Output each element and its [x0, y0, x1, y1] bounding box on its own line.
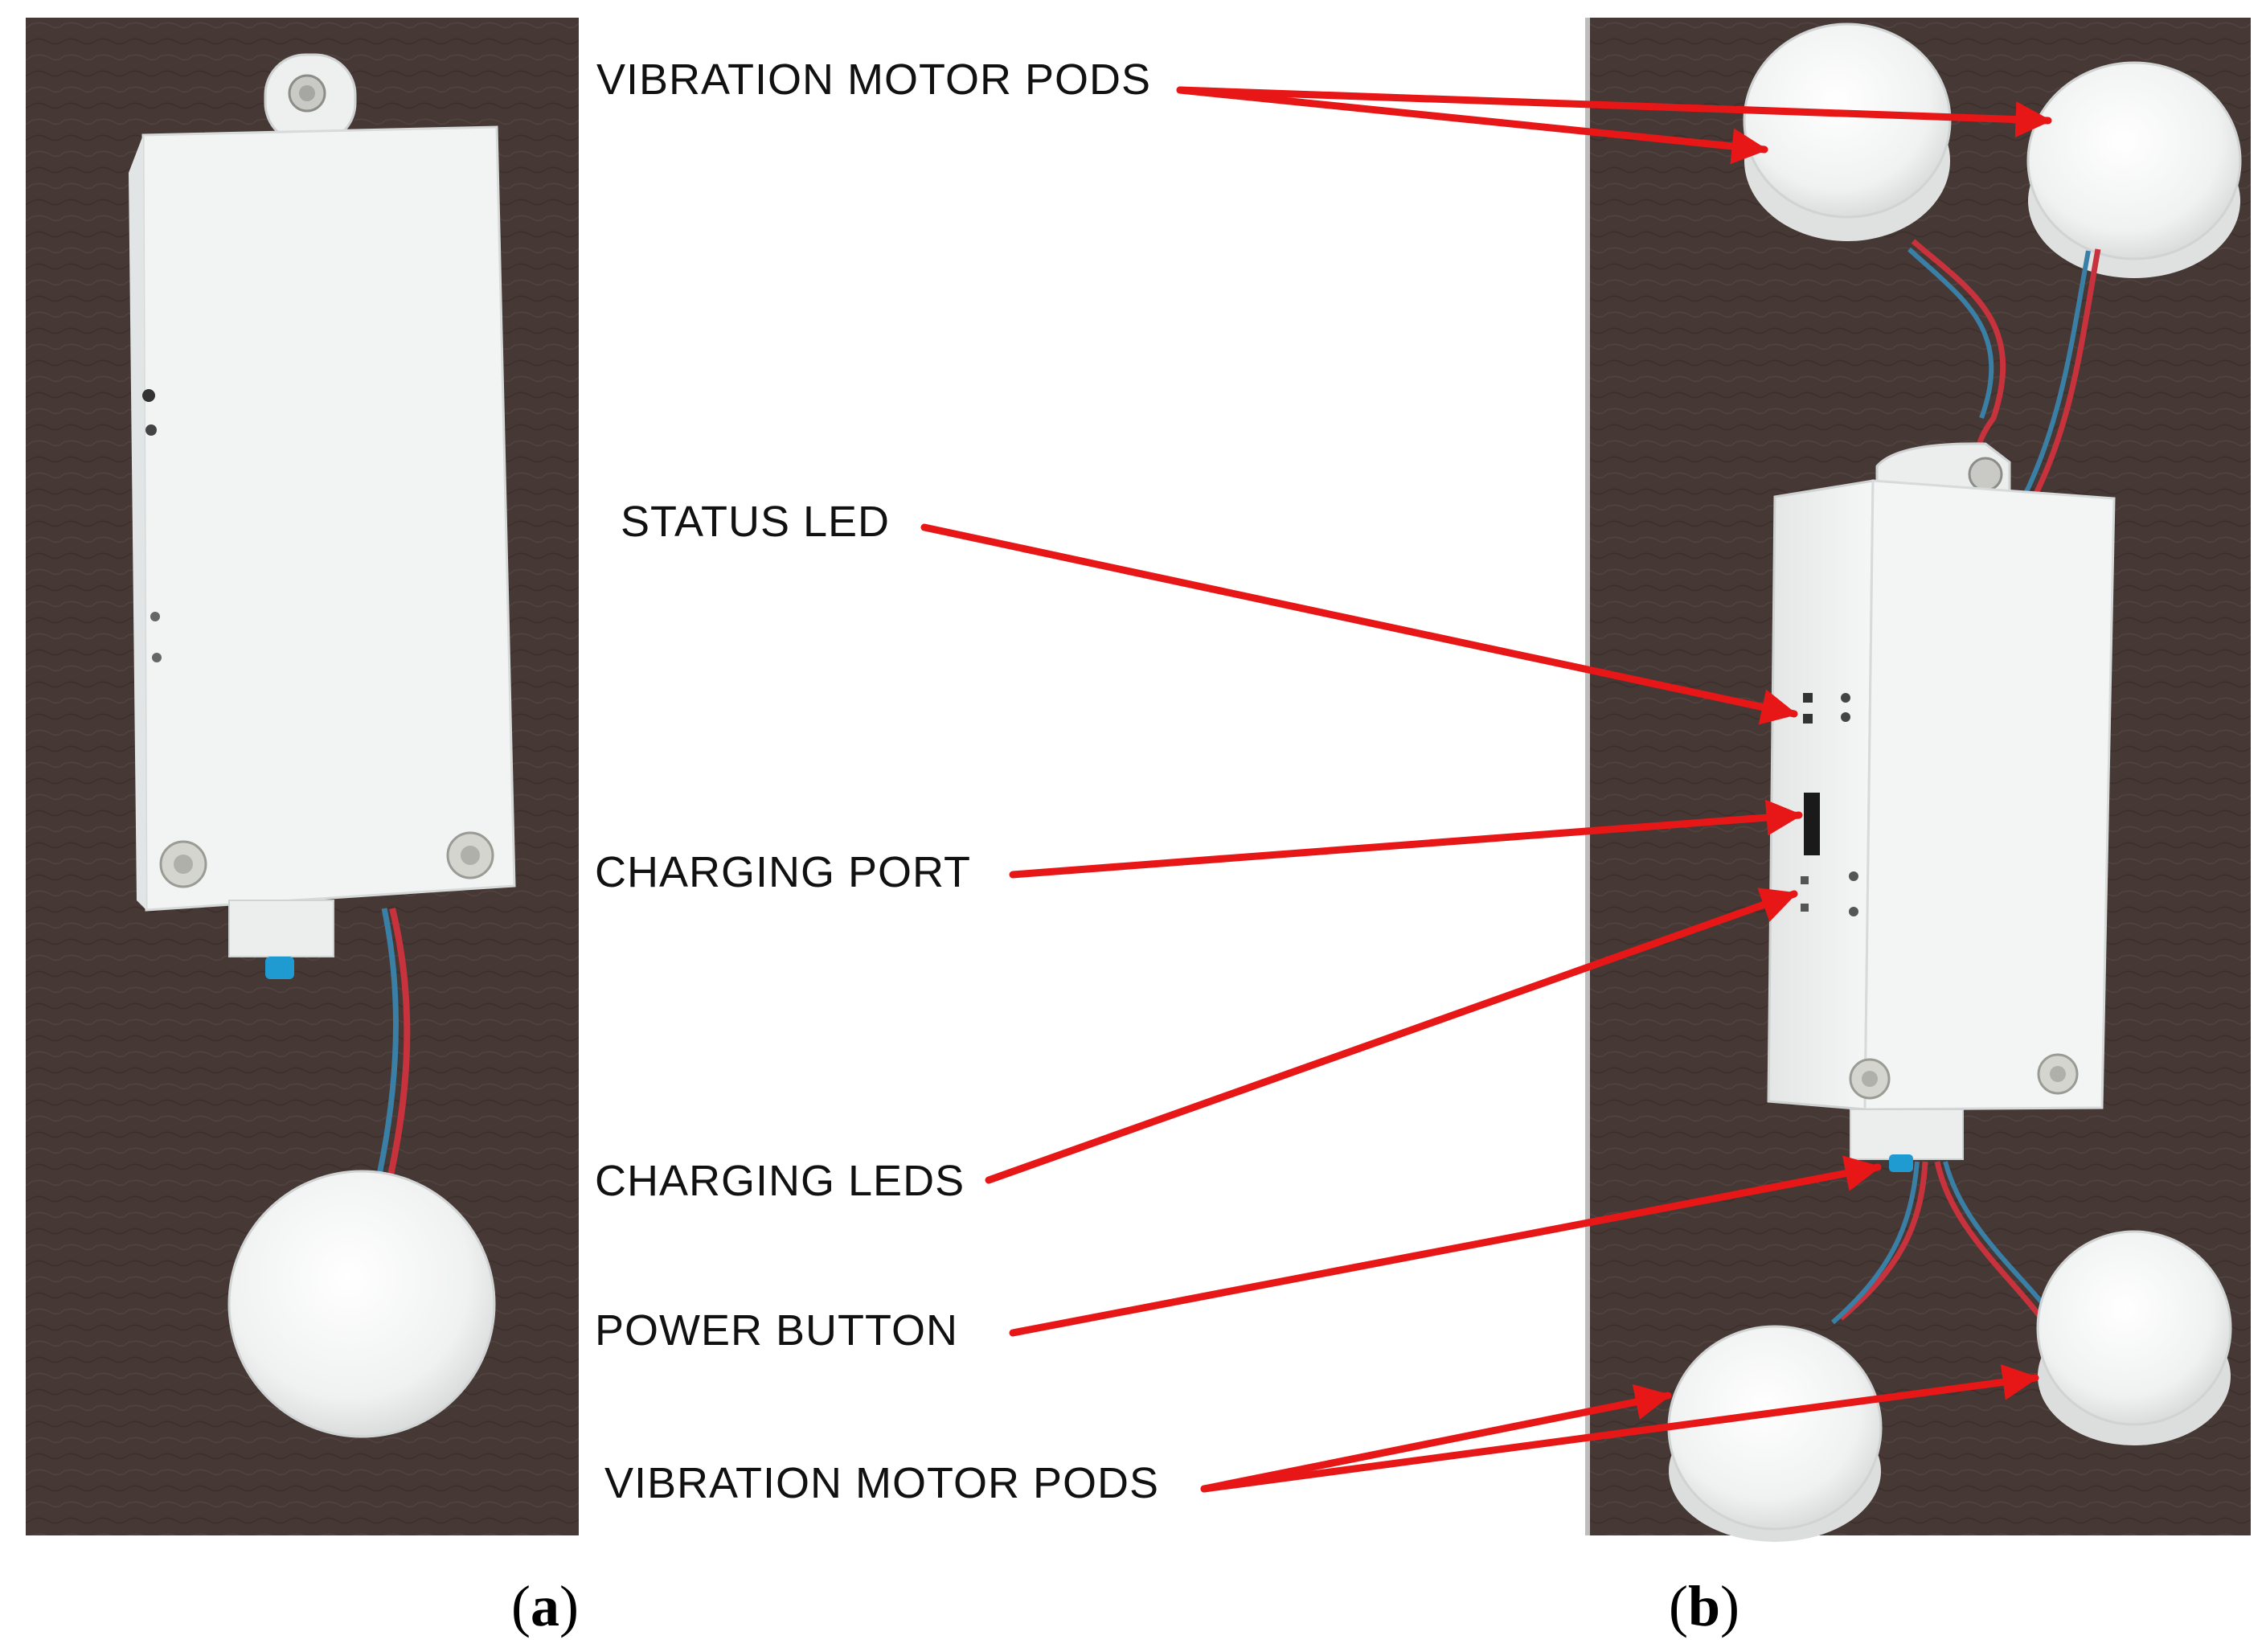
arrow-charging-port — [1009, 799, 1803, 879]
vibration-motor-pod-top-right — [2026, 61, 2242, 278]
caption-letter: b — [1687, 1574, 1721, 1638]
label-charging-port: CHARGING PORT — [595, 848, 972, 896]
caption-paren-open: ( — [511, 1574, 531, 1638]
status-led-hole — [1803, 693, 1813, 703]
caption-letter: a — [530, 1574, 559, 1638]
label-vibration-motor-pods-bottom: VIBRATION MOTOR PODS — [604, 1459, 1160, 1507]
arrow-vibration-top-1 — [1176, 86, 1768, 165]
wire-blue — [2022, 250, 2091, 498]
label-charging-leds: CHARGING LEDS — [595, 1157, 965, 1205]
panel-b-photo — [1585, 18, 2251, 1542]
power-button-icon — [265, 957, 294, 979]
led-hole — [145, 424, 157, 436]
led-hole — [142, 389, 155, 402]
caption-paren-close: ) — [1720, 1574, 1740, 1638]
status-led-hole — [1803, 714, 1813, 724]
bottom-tab — [228, 900, 334, 957]
power-button-icon — [1889, 1154, 1913, 1172]
led-hole — [150, 612, 160, 621]
device-enclosure-a — [129, 125, 516, 912]
wire-blue — [373, 908, 399, 1191]
caption-paren-close: ) — [559, 1574, 579, 1638]
arrow-status-led — [920, 523, 1798, 725]
led-hole — [152, 653, 162, 662]
panel-a-caption: (a) — [511, 1577, 579, 1635]
arrow-vibration-top-2 — [1176, 86, 2052, 138]
arrow-vibration-bottom-2 — [1200, 1364, 2039, 1493]
callout-arrows — [920, 86, 2052, 1493]
screw-icon — [1968, 457, 2003, 492]
vibration-motor-pod-bottom-right — [2036, 1230, 2232, 1445]
wire-red — [1838, 1161, 1928, 1321]
vibration-motor-pod-bottom-left — [1667, 1325, 1883, 1542]
charging-led-hole — [1801, 904, 1809, 912]
arrow-charging-leds — [985, 887, 1798, 1184]
mounting-tab-top — [264, 53, 357, 145]
vibration-motor-pod — [227, 1170, 496, 1438]
caption-paren-open: ( — [1669, 1574, 1688, 1638]
arrow-power-button — [1009, 1155, 1882, 1337]
wire-red — [2030, 248, 2101, 500]
label-power-button: POWER BUTTON — [595, 1306, 959, 1355]
wire-red — [384, 908, 411, 1191]
label-status-led: STATUS LED — [621, 498, 891, 546]
wire-blue — [1907, 247, 1994, 420]
label-vibration-motor-pods-top: VIBRATION MOTOR PODS — [596, 55, 1152, 104]
charging-port-icon — [1804, 793, 1820, 855]
charging-led-hole — [1801, 876, 1809, 884]
wire-blue — [1831, 1161, 1920, 1325]
panel-b-caption: (b) — [1669, 1577, 1739, 1635]
arrow-vibration-bottom-1 — [1200, 1383, 1672, 1493]
vibration-motor-pod-top-left — [1743, 23, 1952, 241]
device-enclosure-b — [1767, 479, 2116, 1111]
panel-a-photo — [26, 18, 579, 1535]
bottom-tab-b — [1850, 1109, 1964, 1160]
